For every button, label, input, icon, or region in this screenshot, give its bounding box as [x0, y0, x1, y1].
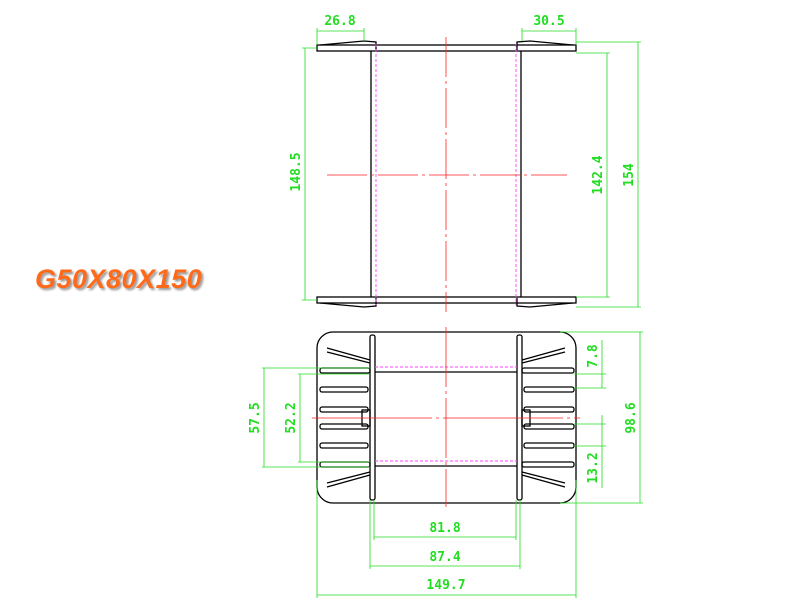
dim-line-26-8 [316, 28, 365, 45]
top-view: 26.8 30.5 148.5 142.4 154 [289, 14, 641, 312]
dim-line-52-2 [298, 373, 370, 463]
dim-149-7: 149.7 [426, 578, 465, 593]
dim-line-87-4 [369, 500, 521, 569]
dim-line-13-2 [574, 415, 606, 488]
right-plate [516, 334, 523, 501]
slanted-ribs [326, 347, 566, 488]
fin-slots [319, 367, 575, 468]
bottom-view: 57.5 52.2 98.6 7.8 13.2 81.8 87.4 149.7 [248, 327, 643, 598]
dim-13-2: 13.2 [586, 452, 601, 483]
dim-98-6: 98.6 [624, 402, 639, 433]
dim-line-149-7 [316, 480, 577, 598]
dim-30-5: 30.5 [533, 14, 564, 29]
part-title: G50X80X150 [35, 264, 203, 294]
dim-7-8: 7.8 [586, 344, 601, 368]
dim-line-148-5 [302, 47, 317, 301]
dim-line-154 [576, 41, 641, 308]
left-plate [369, 334, 376, 501]
dim-81-8: 81.8 [429, 521, 460, 536]
top-flange [316, 44, 577, 52]
bottom-flange [316, 296, 577, 304]
dim-line-81-8 [373, 500, 517, 540]
dim-line-142-4 [576, 52, 610, 298]
dim-line-7-8 [574, 340, 606, 389]
dim-148-5: 148.5 [289, 152, 304, 191]
dim-line-98-6 [560, 331, 643, 504]
dim-57-5: 57.5 [248, 402, 263, 433]
dim-154: 154 [622, 163, 637, 187]
dim-line-57-5 [262, 367, 370, 468]
dim-26-8: 26.8 [324, 14, 355, 29]
dim-52-2: 52.2 [284, 402, 299, 433]
dim-87-4: 87.4 [429, 550, 460, 565]
dim-142-4: 142.4 [591, 155, 606, 194]
outline [316, 331, 577, 504]
